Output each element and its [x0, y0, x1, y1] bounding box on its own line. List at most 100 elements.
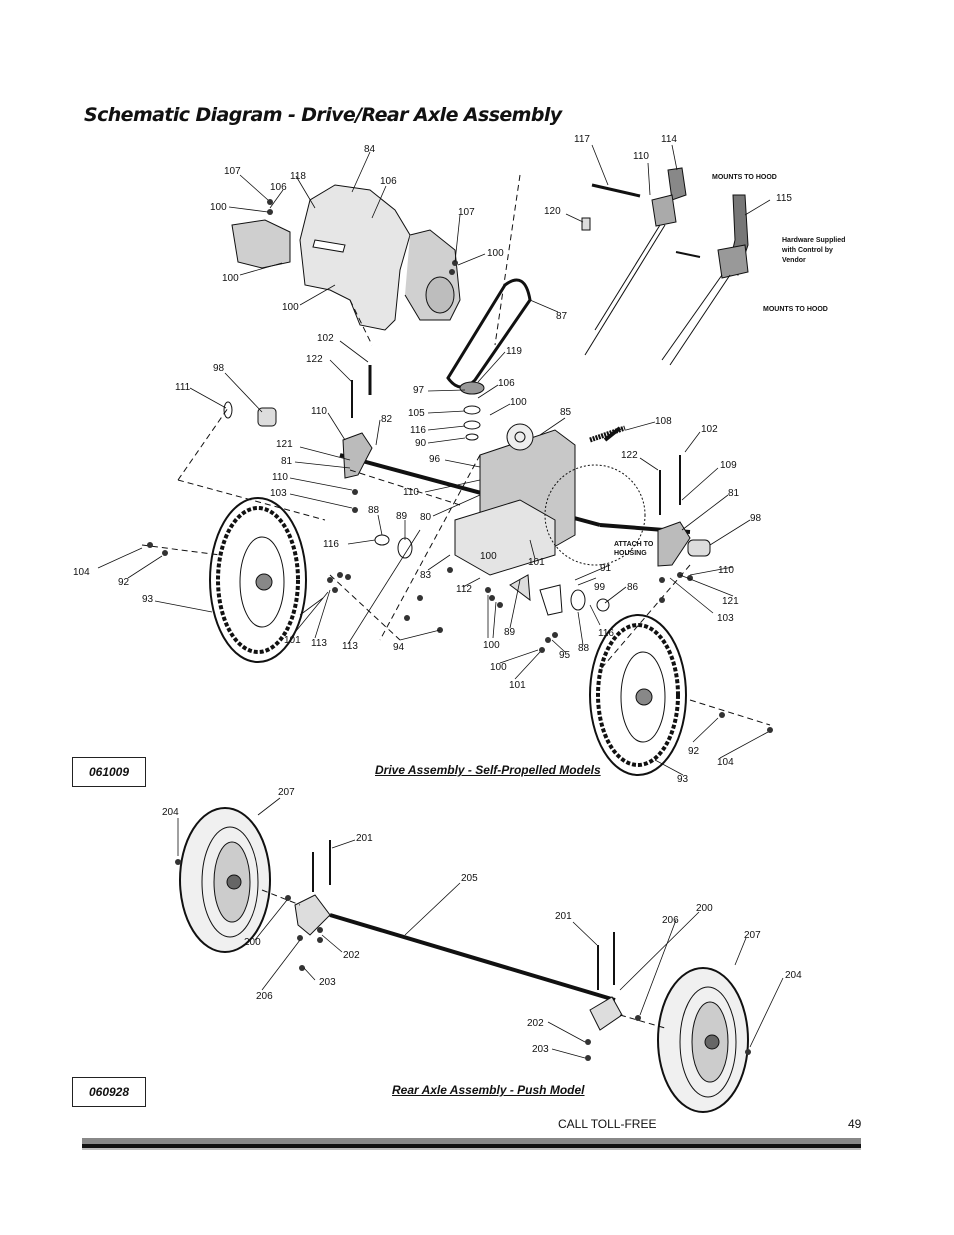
drive-gearbox	[454, 423, 646, 576]
axle-part-label: 201	[555, 911, 572, 922]
axle-part-label: 206	[662, 915, 679, 926]
drive-part-label: 100	[487, 248, 504, 259]
drive-part-label: 100	[480, 551, 497, 562]
drive-part-label: 104	[717, 757, 734, 768]
drive-part-label: 96	[429, 454, 441, 465]
drive-part-label: 94	[393, 642, 405, 653]
axle-part-label: 200	[696, 903, 713, 914]
drive-part-label: 88	[578, 643, 590, 654]
drive-part-label: 100	[490, 662, 507, 673]
drive-part-label: 95	[559, 650, 571, 661]
drive-hood-cover	[231, 184, 461, 331]
drive-part-label: 106	[380, 176, 397, 187]
drive-belt	[446, 278, 532, 389]
drive-part-label: 101	[284, 635, 301, 646]
drive-control-cables	[581, 167, 749, 366]
drive-part-label: 100	[222, 273, 239, 284]
axle-part-label: 203	[319, 977, 336, 988]
drive-part-label: 98	[213, 363, 225, 374]
note-hardware-3: Vendor	[782, 257, 806, 264]
drive-part-label: 108	[655, 416, 672, 427]
drive-part-label: 83	[420, 570, 432, 581]
axle-caption: Rear Axle Assembly - Push Model	[392, 1083, 585, 1097]
note-mounts-top: MOUNTS TO HOOD	[712, 174, 777, 181]
drive-part-label: 116	[598, 628, 614, 639]
drive-part-label: 80	[420, 512, 432, 523]
footer-rule-black	[82, 1144, 861, 1148]
axle-bracket-right	[589, 996, 623, 1031]
rear-axle-shaft	[329, 913, 616, 1002]
drive-part-label: 102	[317, 333, 334, 344]
drive-part-label: 100	[282, 302, 299, 313]
drive-part-label: 84	[364, 144, 376, 155]
drive-part-label: 114	[661, 134, 677, 145]
drive-part-label: 120	[544, 206, 561, 217]
drive-part-label: 106	[498, 378, 515, 389]
drive-part-label: 90	[415, 438, 427, 449]
axle-part-label: 202	[527, 1018, 544, 1029]
drive-part-label: 113	[311, 638, 327, 649]
drive-part-label: 110	[718, 565, 734, 576]
note-hardware-1: Hardware Supplied	[782, 237, 845, 244]
page-title: Schematic Diagram - Drive/Rear Axle Asse…	[84, 104, 562, 126]
drive-part-label: 93	[142, 594, 154, 605]
drive-part-label: 91	[600, 563, 612, 574]
drive-part-label: 113	[342, 641, 358, 652]
drive-part-label: 119	[506, 346, 522, 357]
axle-part-label: 200	[244, 937, 261, 948]
drive-part-label: 117	[574, 134, 590, 145]
drive-part-label: 107	[224, 166, 241, 177]
drive-part-label: 101	[509, 680, 526, 691]
drive-part-label: 102	[701, 424, 718, 435]
drive-part-label: 99	[594, 582, 606, 593]
axle-part-label: 206	[256, 991, 273, 1002]
drive-part-label: 82	[381, 414, 393, 425]
note-hardware-2: with Control by	[781, 247, 833, 254]
drive-caption: Drive Assembly - Self-Propelled Models	[375, 763, 601, 777]
note-attach-1: ATTACH TO	[614, 541, 654, 548]
drive-wheel-right	[589, 614, 687, 776]
axle-leader-lines	[177, 797, 784, 1059]
axle-part-label: 203	[532, 1044, 549, 1055]
drive-part-label: 116	[323, 539, 339, 550]
drive-part-label: 89	[396, 511, 408, 522]
drive-part-label: 115	[776, 193, 792, 204]
drive-part-label: 103	[270, 488, 287, 499]
drive-part-label: 88	[368, 505, 380, 516]
drive-part-label: 92	[688, 746, 700, 757]
footer-rule-gray	[82, 1138, 861, 1144]
drive-part-label: 116	[410, 425, 426, 436]
drive-part-label: 110	[633, 151, 649, 162]
drive-leader-lines	[97, 144, 771, 776]
drive-part-label: 111	[175, 382, 191, 393]
axle-wheel-right	[657, 967, 749, 1113]
drive-part-label: 100	[510, 397, 527, 408]
drive-part-label: 118	[290, 171, 306, 182]
note-mounts-bottom: MOUNTS TO HOOD	[763, 306, 828, 313]
axle-code-box: 060928	[72, 1077, 146, 1107]
drive-wheel-left	[209, 497, 307, 663]
drive-part-label: 92	[118, 577, 130, 588]
drive-part-label: 122	[306, 354, 323, 365]
axle-part-label: 204	[785, 970, 802, 981]
drive-part-label: 89	[504, 627, 516, 638]
drive-part-label: 112	[456, 584, 472, 595]
drive-part-label: 86	[627, 582, 639, 593]
drive-part-label: 110	[272, 472, 288, 483]
drive-part-label: 121	[722, 596, 739, 607]
drive-part-label: 110	[311, 406, 327, 417]
axle-wheel-left	[179, 807, 271, 953]
note-attach-2: HOUSING	[614, 550, 647, 557]
drive-part-label: 81	[728, 488, 740, 499]
drive-part-label: 100	[210, 202, 227, 213]
drive-part-label: 110	[403, 487, 419, 498]
drive-part-label: 101	[528, 557, 545, 568]
page-number: 49	[848, 1117, 862, 1131]
drive-code-box: 061009	[72, 757, 146, 787]
axle-part-label: 207	[278, 787, 295, 798]
drive-part-label: 106	[270, 182, 287, 193]
drive-part-label: 87	[556, 311, 568, 322]
